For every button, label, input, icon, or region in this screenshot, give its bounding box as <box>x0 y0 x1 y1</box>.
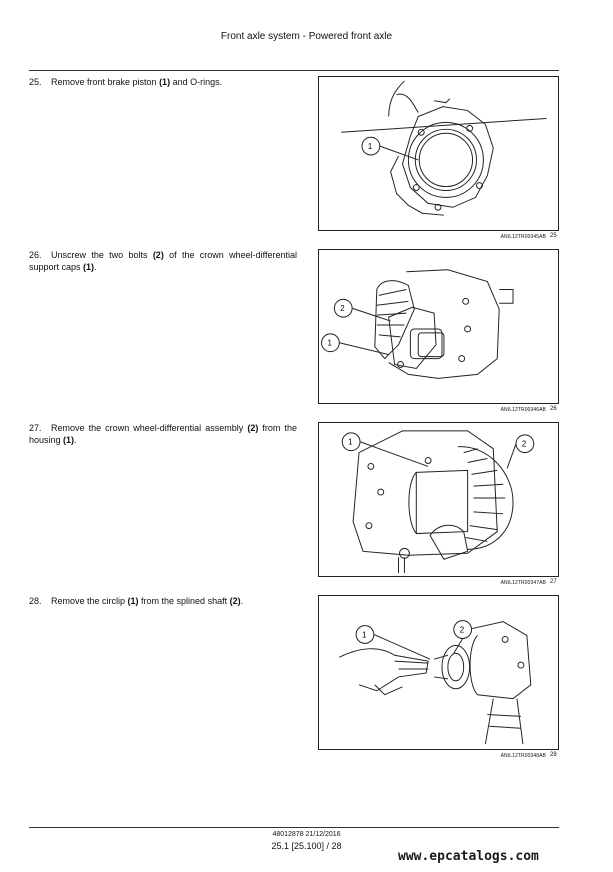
step-text: Remove the crown wheel-differential asse… <box>29 423 298 445</box>
reference-number: (1) <box>159 77 171 87</box>
step-number: 28. <box>29 596 42 606</box>
page-header-title: Front axle system - Powered front axle <box>220 31 393 42</box>
step-26: 26.Unscrew the two bolts (2) of the crow… <box>29 249 297 273</box>
figure-28-circlip: 1 2 <box>318 595 559 750</box>
svg-text:1: 1 <box>368 142 372 151</box>
figure-number: 28 <box>550 752 557 758</box>
figure-25-brake-piston: 1 <box>318 76 559 231</box>
reference-number: (1) <box>83 262 95 272</box>
footer-doc-ref: 48012878 21/12/2016 <box>272 831 341 838</box>
step-number: 25. <box>29 77 42 87</box>
callout-2: 2 <box>453 620 473 654</box>
reference-number: (2) <box>247 423 259 433</box>
step-text: Remove the circlip (1) from the splined … <box>51 596 244 606</box>
step-27: 27.Remove the crown wheel-differential a… <box>29 422 297 446</box>
figure-number: 25 <box>550 233 557 239</box>
svg-text:1: 1 <box>362 630 366 639</box>
figure-code: ANIL12TR00346AB <box>500 407 546 413</box>
figure-27-crown-wheel-assembly: 1 2 <box>318 422 559 577</box>
figure-number: 27 <box>550 579 557 585</box>
svg-text:1: 1 <box>348 438 352 447</box>
reference-number: (2) <box>152 250 164 260</box>
step-text: Remove front brake piston (1) and O-ring… <box>51 77 223 87</box>
figure-number: 26 <box>550 406 557 412</box>
callout-2: 2 <box>506 434 535 469</box>
step-number: 26. <box>29 250 42 260</box>
callout-1: 1 <box>321 333 389 356</box>
figure-code: ANIL12TR00348AB <box>500 753 546 759</box>
reference-number: (2) <box>229 596 241 606</box>
callout-1: 1 <box>355 625 431 660</box>
step-28: 28. Remove the circlip (1) from the splin… <box>29 595 297 607</box>
reference-number: (1) <box>127 596 139 606</box>
footer-rule <box>29 827 559 828</box>
watermark-link[interactable]: www.epcatalogs.com <box>398 849 539 864</box>
callout-2: 2 <box>333 298 391 322</box>
step-number: 27. <box>29 423 42 433</box>
callout-1: 1 <box>361 136 419 161</box>
step-text: Unscrew the two bolts (2) of the crown w… <box>29 250 297 272</box>
footer-page-ref: 25.1 [25.100] / 28 <box>271 841 342 851</box>
svg-text:1: 1 <box>327 339 331 348</box>
callout-1: 1 <box>341 432 429 467</box>
figure-code: ANIL12TR00345AB <box>500 234 546 240</box>
svg-text:2: 2 <box>340 304 344 313</box>
reference-number: (1) <box>63 435 75 445</box>
svg-text:2: 2 <box>522 440 526 449</box>
step-25: 25. Remove front brake piston (1) and O-r… <box>29 76 297 88</box>
figure-code: ANIL12TR00347AB <box>500 580 546 586</box>
header-rule <box>29 70 559 71</box>
figure-26-support-caps: 2 1 <box>318 249 559 404</box>
svg-text:2: 2 <box>460 626 464 635</box>
